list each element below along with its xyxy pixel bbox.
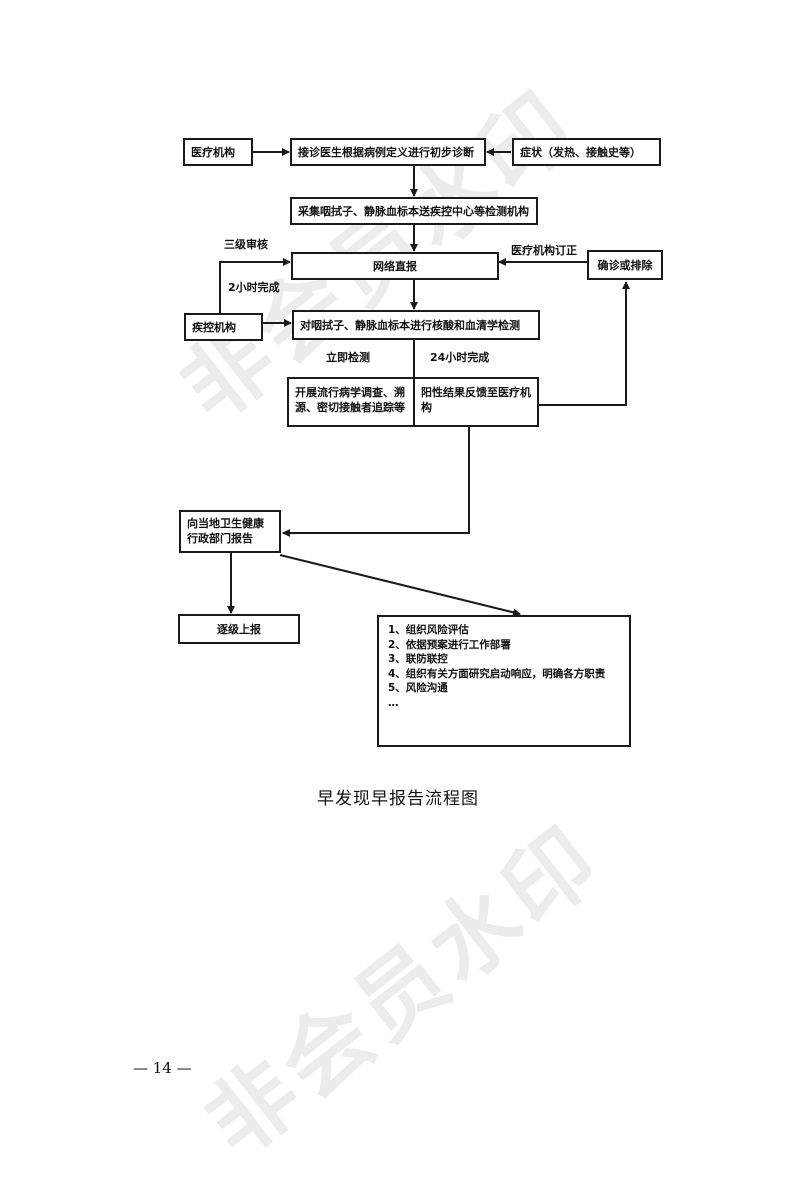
node-epi-investigation: 开展流行病学调查、溯源、密切接触者追踪等 (287, 377, 415, 427)
node-report-health-dept: 向当地卫生健康行政部门报告 (179, 510, 281, 553)
edge-results-to-health-dept (282, 427, 470, 537)
label-24-hours: 24小时完成 (430, 351, 490, 364)
node-positive-feedback: 阳性结果反馈至医疗机构 (413, 377, 539, 427)
page-number: — 14 — (133, 1059, 192, 1077)
node-initial-diagnosis: 接诊医生根据病例定义进行初步诊断 (290, 138, 486, 166)
label-two-hours: 2小时完成 (228, 281, 280, 294)
node-tasks: 1、组织风险评估 2、依据预案进行工作部署 3、联防联控 4、组织有关方面研究启动响应… (377, 615, 631, 747)
node-medical-institution: 医疗机构 (183, 138, 253, 166)
label-correction: 医疗机构订正 (511, 244, 577, 257)
task-item: 1、组织风险评估 (388, 624, 469, 636)
node-symptoms: 症状（发热、接触史等） (512, 138, 661, 166)
task-item: 3、联防联控 (388, 653, 448, 665)
figure-caption: 早发现早报告流程图 (317, 789, 479, 809)
node-sample-collection: 采集咽拭子、静脉血标本送疾控中心等检测机构 (290, 197, 538, 225)
node-online-report: 网络直报 (291, 252, 499, 280)
edge-health-dept-to-tasks (279, 554, 521, 617)
label-immediate-test: 立即检测 (326, 351, 370, 364)
edge-feedback-to-confirm (539, 281, 630, 406)
node-confirm-exclude: 确诊或排除 (587, 250, 663, 280)
flowchart-connectors (219, 148, 630, 617)
task-item: … (388, 696, 399, 709)
label-three-level-review: 三级审核 (224, 238, 268, 251)
task-list: 1、组织风险评估 2、依据预案进行工作部署 3、联防联控 4、组织有关方面研究启动响应… (388, 623, 605, 710)
task-item: 5、风险沟通 (388, 682, 448, 694)
node-escalate-report: 逐级上报 (178, 614, 300, 644)
task-item: 4、组织有关方面研究启动响应，明确各方职责 (388, 667, 606, 680)
node-testing: 对咽拭子、静脉血标本进行核酸和血清学检测 (292, 310, 540, 340)
node-cdc: 疾控机构 (184, 313, 263, 341)
edge-cdc-to-report (219, 258, 291, 313)
task-item: 2、依据预案进行工作部署 (388, 638, 511, 651)
